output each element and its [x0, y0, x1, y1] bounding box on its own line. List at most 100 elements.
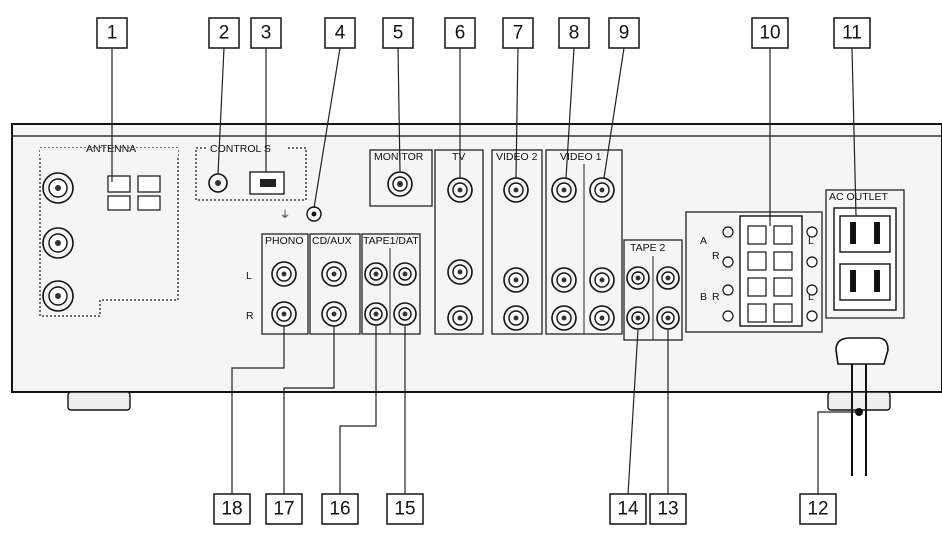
monitor-label: MONITOR: [374, 151, 424, 163]
video2-jack-audio-r: [503, 305, 529, 331]
speaker-label-l-b: L: [808, 291, 814, 303]
tape1-dat-label: TAPE1/DAT: [363, 235, 419, 247]
phono-jack-l: [271, 261, 297, 287]
control-jack: [208, 173, 228, 193]
cd-aux-jack-r: [321, 301, 347, 327]
tape2-jack-in-r: [626, 306, 650, 330]
svg-text:3: 3: [261, 23, 272, 44]
monitor-jack: [387, 171, 413, 197]
speaker-label-r-a: R: [712, 250, 720, 262]
tape1-jack-in-r: [364, 302, 388, 326]
cd-aux-label: CD/AUX: [312, 235, 352, 247]
speaker-label-l-a: L: [808, 235, 814, 247]
video1-jack-audio-in-l: [551, 267, 577, 293]
tape2-panel: TAPE 2: [623, 239, 683, 341]
leader-lines: [111, 47, 859, 495]
svg-text:16: 16: [329, 499, 350, 520]
callout-2: 2: [208, 17, 240, 49]
tv-jack-audio-l: [447, 259, 473, 285]
callout-9: 9: [608, 17, 640, 49]
tape2-label: TAPE 2: [630, 242, 666, 254]
callout-7: 7: [502, 17, 534, 49]
cd-aux-jack-l: [321, 261, 347, 287]
phono-panel: PHONO: [261, 233, 309, 335]
callout-8: 8: [558, 17, 590, 49]
video1-label: VIDEO 1: [560, 151, 602, 163]
ac-outlet-label: AC OUTLET: [829, 191, 889, 203]
ground-terminal: ⏚: [280, 206, 322, 222]
callout-5: 5: [382, 17, 414, 49]
video1-jack-video-out: [589, 177, 615, 203]
foot-left: [67, 391, 131, 411]
antenna-jack-1: [42, 172, 74, 204]
channel-label-r: R: [246, 310, 254, 322]
svg-text:17: 17: [273, 499, 294, 520]
control-switch: [249, 171, 285, 195]
tape2-jack-out-l: [656, 266, 680, 290]
video1-jack-audio-out-r: [589, 305, 615, 331]
monitor-panel: MONITOR: [369, 149, 433, 207]
video1-jack-audio-in-r: [551, 305, 577, 331]
chassis: [11, 123, 942, 393]
tv-panel: TV: [434, 149, 484, 335]
callout-10: 10: [751, 17, 789, 49]
antenna-jack-2: [42, 227, 74, 259]
svg-text:15: 15: [394, 499, 415, 520]
svg-text:⏚: ⏚: [280, 209, 290, 221]
callout-3: 3: [250, 17, 282, 49]
svg-text:14: 14: [617, 499, 639, 520]
controls-label: CONTROL S: [210, 143, 271, 155]
speaker-label-a: A: [700, 235, 707, 247]
tape1-jack-out-l: [393, 262, 417, 286]
svg-text:5: 5: [393, 23, 404, 44]
tape1-dat-panel: TAPE1/DAT: [361, 233, 421, 335]
video2-jack-audio-l: [503, 267, 529, 293]
svg-text:18: 18: [221, 499, 242, 520]
svg-text:13: 13: [657, 499, 678, 520]
callout-13: 13: [649, 493, 687, 525]
svg-text:2: 2: [219, 23, 230, 44]
antenna-label: ANTENNA: [86, 143, 136, 155]
callout-15: 15: [386, 493, 424, 525]
antenna-jack-3: [42, 280, 74, 312]
svg-text:6: 6: [455, 23, 466, 44]
cd-aux-panel: CD/AUX: [309, 233, 361, 335]
tv-jack-video: [447, 177, 473, 203]
callout-18: 18: [213, 493, 251, 525]
svg-text:12: 12: [807, 499, 828, 520]
tape1-jack-in-l: [364, 262, 388, 286]
speaker-terminals: A B R R L L: [685, 211, 823, 333]
svg-text:7: 7: [513, 23, 524, 44]
tape2-jack-in-l: [626, 266, 650, 290]
video1-jack-video-in: [551, 177, 577, 203]
callout-1: 1: [96, 17, 128, 49]
callout-4: 4: [324, 17, 356, 49]
tv-jack-audio-r: [447, 305, 473, 331]
video2-jack-video: [503, 177, 529, 203]
svg-text:4: 4: [335, 23, 346, 44]
svg-text:1: 1: [107, 23, 118, 44]
antenna-panel: ANTENNA: [39, 143, 179, 317]
video1-panel: VIDEO 1: [545, 149, 623, 335]
channel-label-l: L: [246, 270, 252, 282]
antenna-terminals: [107, 175, 161, 211]
callout-17: 17: [265, 493, 303, 525]
speaker-screws: [722, 225, 818, 323]
speaker-label-b: B: [700, 291, 707, 303]
callout-6: 6: [444, 17, 476, 49]
ac-outlet-panel: AC OUTLET: [825, 189, 905, 319]
tv-label: TV: [452, 151, 465, 163]
phono-label: PHONO: [265, 235, 304, 247]
foot-right: [827, 391, 891, 411]
video1-jack-audio-out-l: [589, 267, 615, 293]
callout-12: 12: [799, 493, 837, 525]
power-cord: [835, 337, 889, 476]
speaker-label-r-b: R: [712, 291, 720, 303]
tape1-jack-out-r: [393, 302, 417, 326]
ac-socket-top: [839, 215, 891, 253]
callout-14: 14: [609, 493, 647, 525]
svg-text:10: 10: [759, 23, 780, 44]
svg-text:8: 8: [569, 23, 580, 44]
